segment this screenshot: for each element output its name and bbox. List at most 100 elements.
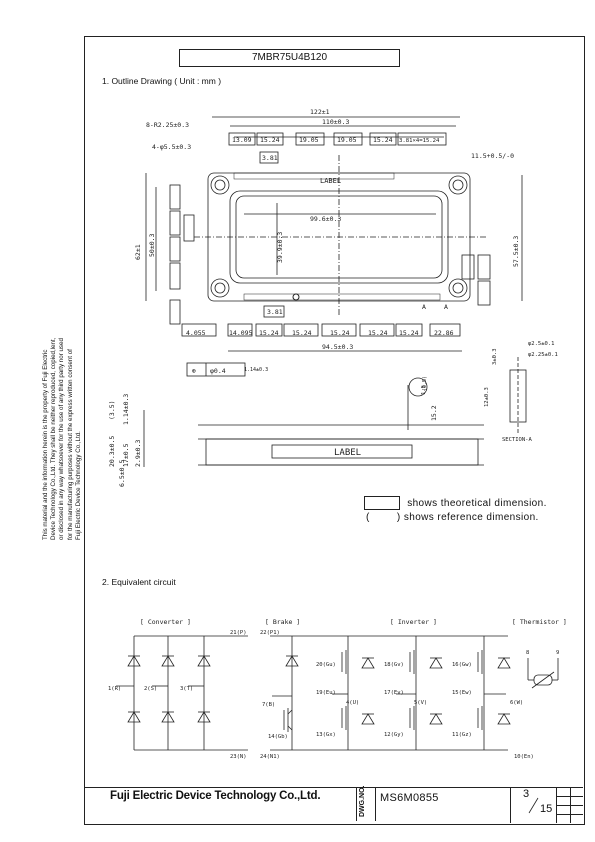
page-cell-divider <box>510 787 511 823</box>
legal-line: or disclosed in any way whatsoever for t… <box>58 338 66 540</box>
page-number: 3 <box>523 788 530 800</box>
dim-15-24-f: 15.24 <box>368 329 388 337</box>
dim-50: 50±0.3 <box>148 233 156 257</box>
group-inverter: [ Inverter ] <box>390 618 437 626</box>
marker-a-1: A <box>422 303 426 311</box>
dim-3-81-top: 3.81 <box>262 154 278 162</box>
top-label: LABEL <box>320 177 341 185</box>
dim-15-24-b: 15.24 <box>373 136 393 144</box>
dim-94-5: 94.5±0.3 <box>322 343 353 351</box>
section-circuit-title: 2. Equivalent circuit <box>102 577 176 587</box>
legend-reference: ( ) shows reference dimension. <box>366 512 539 523</box>
dwg-label-cell: DWG.NO. <box>356 785 376 821</box>
legend-reference-text: ) shows reference dimension. <box>396 512 539 523</box>
term-11gz: 11(Gz) <box>452 732 472 738</box>
dim-2-9: 2.9±0.3 <box>134 440 142 467</box>
group-converter: [ Converter ] <box>140 618 191 626</box>
dim-3-5-ref: (3.5) <box>108 400 116 420</box>
grid-row-2 <box>556 805 583 806</box>
term-10en: 10(En) <box>514 754 534 760</box>
total-pages: 15 <box>540 803 553 815</box>
dim-pin-1-14: 1.14±0.3 <box>244 367 268 373</box>
dim-15-24-a: 15.24 <box>260 136 280 144</box>
term-18gv: 18(Gv) <box>384 662 404 668</box>
dim-pin-12: 12±0.3 <box>484 387 490 407</box>
equivalent-circuit: [ Converter ] [ Brake ] [ Inverter ] [ T… <box>108 618 567 760</box>
term-5v: 5(V) <box>414 700 427 706</box>
dim-110: 110±0.3 <box>322 118 349 126</box>
dim-15-24-c: 15.24 <box>259 329 279 337</box>
group-brake: [ Brake ] <box>265 618 300 626</box>
part-number-box: 7MBR75U4B120 <box>179 49 400 67</box>
grid-row-3 <box>556 814 583 815</box>
marker-a-2: A <box>444 303 448 311</box>
title-block-divider <box>84 787 583 788</box>
term-15ew: 15(Ew) <box>452 690 472 696</box>
term-23n: 23(N) <box>230 754 247 760</box>
dim-radius: 8-R2.25±0.3 <box>146 121 189 129</box>
dim-19-05-b: 19.05 <box>337 136 357 144</box>
term-7b: 7(B) <box>262 702 275 708</box>
dim-15-2: 15.2 <box>430 405 438 421</box>
dim-pitch: 3.81×4=15.24 <box>399 138 440 144</box>
dim-99-6: 99.6±0.3 <box>310 215 341 223</box>
dim-hole: 4-φ5.5±0.3 <box>152 143 191 151</box>
dim-1-14-side: 1.14±0.3 <box>122 394 130 425</box>
dim-phi-2-25: φ2.25±0.1 <box>528 352 558 358</box>
dim-39-9: 39.9±0.3 <box>276 232 284 263</box>
dim-1-5: 1.5 <box>421 385 427 395</box>
section-outline-title: 1. Outline Drawing ( Unit : mm ) <box>102 76 222 86</box>
term-6w: 6(W) <box>510 700 523 706</box>
legal-line: Fuji Electric Device Technology Co.,Ltd. <box>74 431 82 540</box>
dim-4-055: 4.055 <box>186 329 206 337</box>
company-name: Fuji Electric Device Technology Co.,Ltd. <box>110 790 321 802</box>
dim-6-5: 6.5±0.5 <box>118 460 126 487</box>
side-label: LABEL <box>334 448 361 458</box>
legal-line: This material and the information herein… <box>42 349 49 540</box>
dim-15-24-d: 15.24 <box>292 329 312 337</box>
drawing-number: MS6M0855 <box>380 792 439 804</box>
term-8: 8 <box>526 650 529 656</box>
page-fraction-slash <box>528 797 539 814</box>
grid-row-1 <box>556 796 583 797</box>
term-17ev: 17(Ev) <box>384 690 404 696</box>
term-22p1: 22(P1) <box>260 630 280 636</box>
theoretical-box-icon <box>364 496 400 510</box>
term-1r: 1(R) <box>108 686 121 692</box>
dim-pin-3: 3±0.3 <box>492 348 498 365</box>
drawing-frame <box>84 36 585 825</box>
legal-line: for the manufacturing purposes without t… <box>66 349 74 540</box>
term-9: 9 <box>556 650 559 656</box>
term-12gy: 12(Gy) <box>384 732 404 738</box>
term-3t: 3(T) <box>180 686 193 692</box>
legend-theoretical-text: shows theoretical dimension. <box>407 497 547 509</box>
dim-17: 17±0.5 <box>122 443 130 467</box>
dim-14-095: 14.095 <box>229 329 253 337</box>
term-14gb: 14(Gb) <box>268 734 288 740</box>
group-thermistor: [ Thermistor ] <box>512 618 567 626</box>
legend-theoretical: shows theoretical dimension. <box>364 496 547 510</box>
dim-phi-2-5: φ2.5±0.1 <box>528 341 555 347</box>
tolerance-symbol: ⊕ <box>192 367 196 375</box>
tolerance-value: φ0.4 <box>210 367 226 375</box>
legal-line: Device Technology Co.,Ltd. They shall be… <box>50 337 58 540</box>
outline-drawing: 122±1 110±0.3 13.09 15.24 19.05 19.05 15… <box>108 108 558 487</box>
dim-62: 62±1 <box>134 244 142 260</box>
dwg-label: DWG.NO. <box>359 785 366 818</box>
term-4u: 4(U) <box>346 700 359 706</box>
term-20gu: 20(Gu) <box>316 662 336 668</box>
dim-11-5-top: 11.5+0.5/-0 <box>471 152 514 160</box>
term-19eu: 19(Eu) <box>316 690 336 696</box>
dim-22-86: 22.86 <box>434 329 454 337</box>
dim-3-81-bottom: 3.81 <box>267 308 283 316</box>
term-16gw: 16(Gw) <box>452 662 472 668</box>
dim-15-24-g: 15.24 <box>399 329 419 337</box>
dim-57-5: 57.5±0.3 <box>512 236 520 267</box>
section-a-label: SECTION-A <box>502 437 532 443</box>
dim-0-5-ref: (0.5) <box>422 376 428 391</box>
term-2s: 2(S) <box>144 686 157 692</box>
term-21p: 21(P) <box>230 630 247 636</box>
dim-13-09: 13.09 <box>232 136 252 144</box>
legal-notice: This material and the information herein… <box>42 280 83 540</box>
term-13gx: 13(Gx) <box>316 732 336 738</box>
